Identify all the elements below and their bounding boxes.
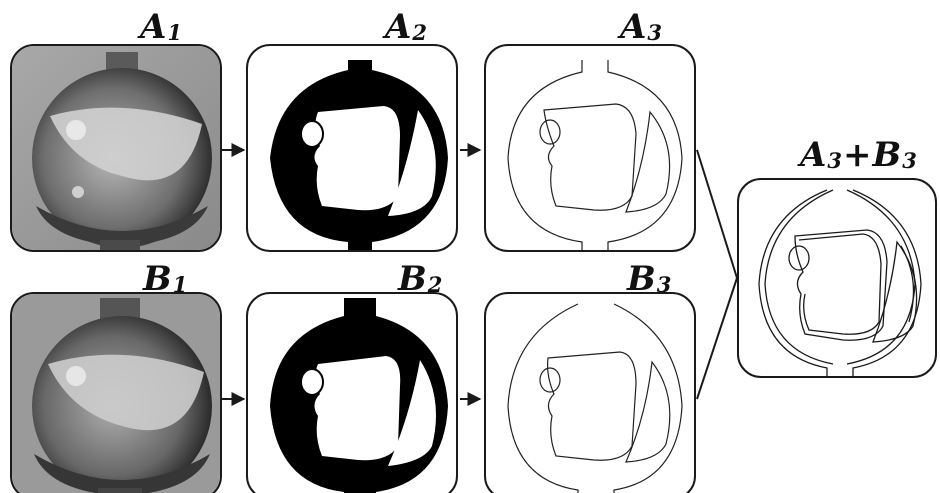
panel-a1-photo — [10, 44, 222, 252]
label-b2: B2 — [398, 262, 443, 296]
panel-a2-mask — [246, 44, 458, 252]
panel-b3-edges — [484, 292, 696, 493]
label-a1: A1 — [140, 10, 183, 44]
combined-edge-map-image — [739, 180, 935, 376]
panel-b1-photo — [10, 292, 222, 493]
edge-map-image-b — [486, 294, 694, 493]
edge-map-image — [486, 46, 694, 250]
binary-mask-image — [248, 46, 456, 250]
label-a2: A2 — [385, 10, 428, 44]
merge-line-b3 — [697, 278, 737, 399]
panel-combined-edges — [737, 178, 937, 378]
panel-a3-edges — [484, 44, 696, 252]
label-a3: A3 — [620, 10, 663, 44]
label-combined: A3+B3 — [800, 138, 918, 172]
binary-mask-image-b — [248, 294, 456, 493]
label-b1: B1 — [143, 262, 188, 296]
droplet-photo-image-b — [12, 294, 220, 493]
label-b3: B3 — [627, 262, 672, 296]
droplet-photo-image — [12, 46, 220, 250]
merge-line-a3 — [697, 150, 737, 278]
panel-b2-mask — [246, 292, 458, 493]
